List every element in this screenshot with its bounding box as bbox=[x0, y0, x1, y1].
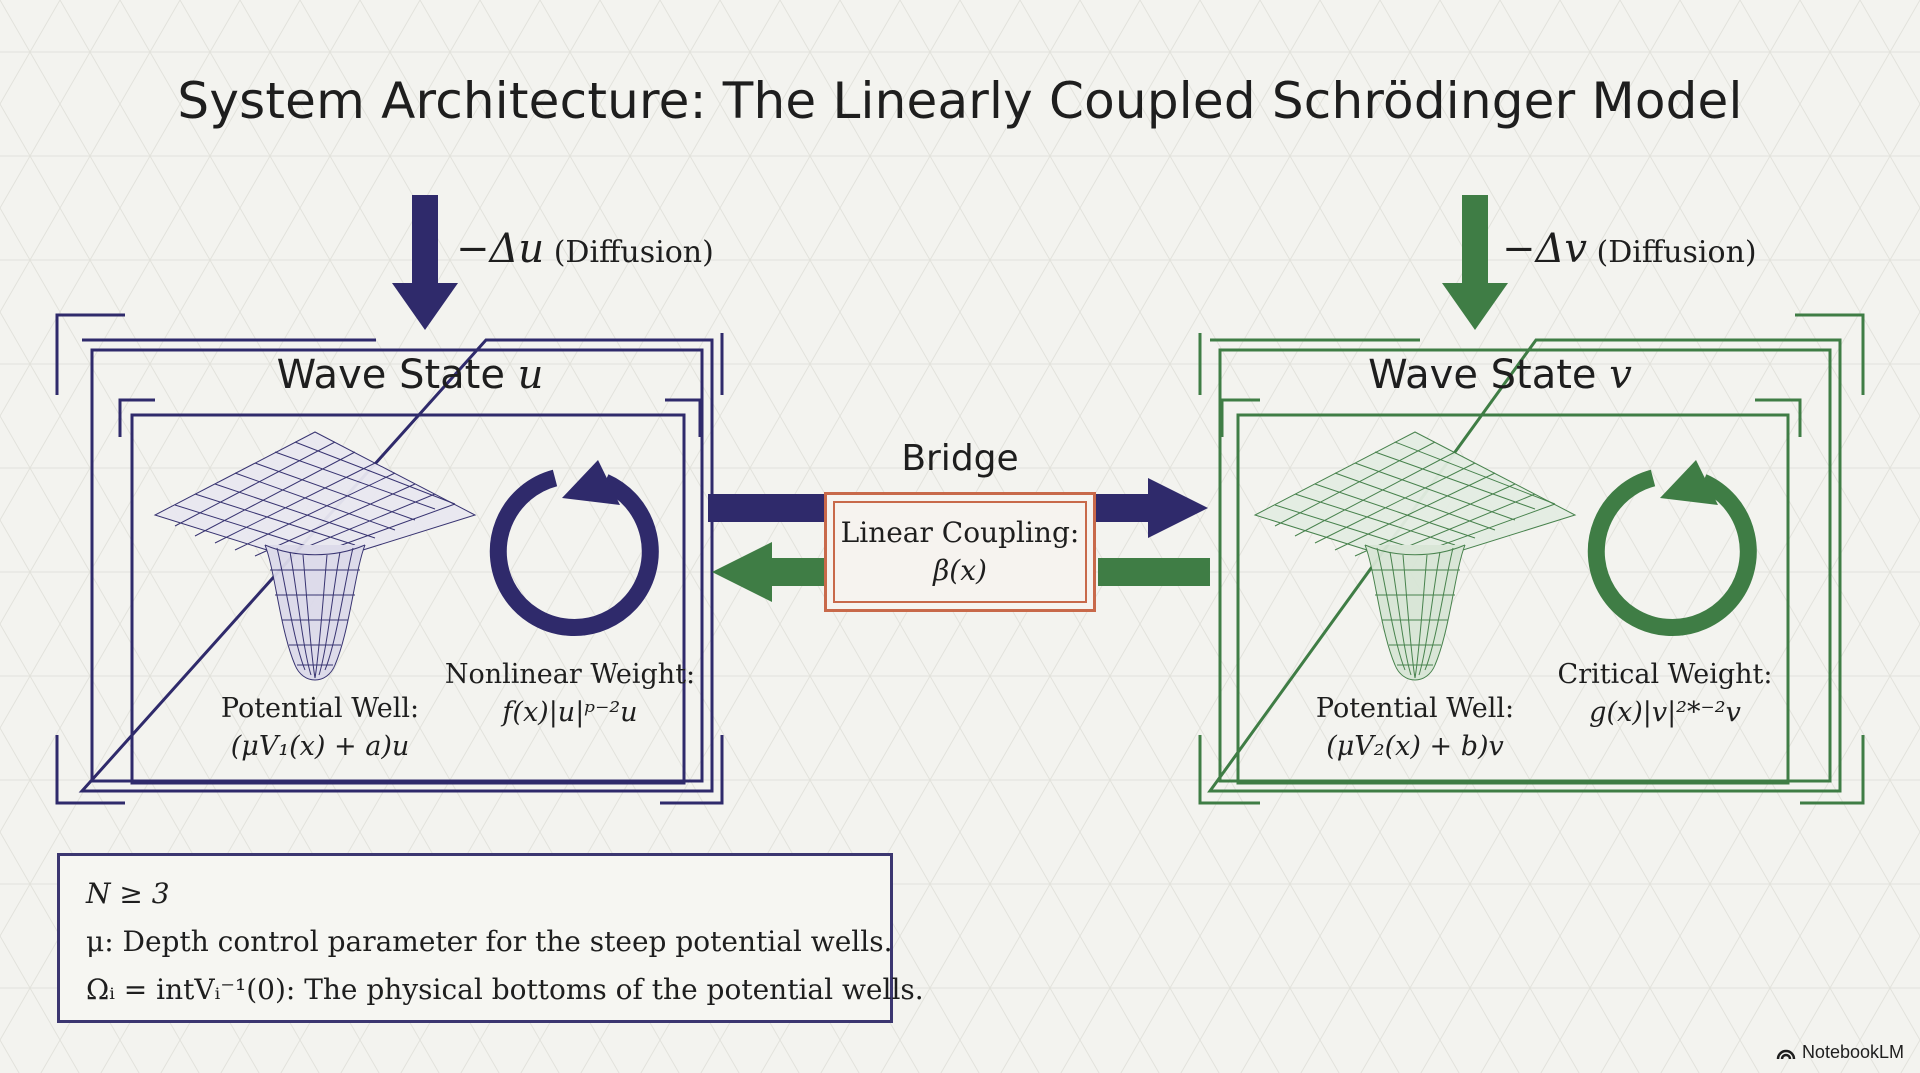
bridge-label: Bridge bbox=[901, 438, 1019, 479]
critical-weight-label: Critical Weight: g(x)|v|²*⁻²v bbox=[1530, 656, 1800, 732]
diffusion-arrow-v bbox=[1442, 195, 1508, 330]
diffusion-text-u: (Diffusion) bbox=[553, 235, 714, 270]
note-dimension: N ≥ 3 bbox=[86, 877, 170, 910]
note-omega: Ωᵢ = intVᵢ⁻¹(0): The physical bottoms of… bbox=[86, 973, 924, 1006]
circular-arrow-icon bbox=[489, 460, 659, 636]
linear-coupling-expr: β(x) bbox=[933, 554, 987, 587]
wave-state-u-title-text: Wave State bbox=[276, 352, 505, 398]
potential-well-mesh-icon bbox=[1253, 431, 1577, 681]
potential-well-v-expr: (μV₂(x) + b)v bbox=[1326, 731, 1504, 762]
circular-arrow-icon bbox=[1587, 460, 1757, 636]
wave-state-v-panel bbox=[1198, 313, 1865, 805]
diffusion-math-u: −Δu bbox=[456, 226, 545, 272]
diffusion-label-u: −Δu (Diffusion) bbox=[456, 226, 714, 272]
potential-well-u-expr: (μV₁(x) + a)u bbox=[230, 731, 410, 762]
potential-well-u-title: Potential Well: bbox=[220, 693, 420, 724]
potential-well-u-label: Potential Well: (μV₁(x) + a)u bbox=[170, 690, 470, 766]
wave-state-u-title: Wave State u bbox=[250, 352, 570, 398]
diffusion-text-v: (Diffusion) bbox=[1596, 235, 1757, 270]
note-mu: μ: Depth control parameter for the steep… bbox=[86, 925, 893, 958]
wave-state-v-var: v bbox=[1609, 352, 1632, 398]
notebooklm-icon bbox=[1776, 1049, 1796, 1059]
potential-well-v-label: Potential Well: (μV₂(x) + b)v bbox=[1265, 690, 1565, 766]
nonlinear-weight-title: Nonlinear Weight: bbox=[444, 659, 696, 690]
critical-weight-expr: g(x)|v|²*⁻²v bbox=[1589, 697, 1741, 728]
wave-state-v-title: Wave State v bbox=[1340, 352, 1660, 398]
wave-state-u-panel bbox=[55, 313, 724, 805]
bridge-arrows bbox=[708, 478, 1210, 602]
potential-well-mesh-icon bbox=[153, 431, 477, 681]
nonlinear-weight-label: Nonlinear Weight: f(x)|u|ᵖ⁻²u bbox=[430, 656, 710, 732]
potential-well-v-title: Potential Well: bbox=[1315, 693, 1515, 724]
brand-logo: NotebookLM bbox=[1776, 1042, 1904, 1063]
diffusion-label-v: −Δv (Diffusion) bbox=[1502, 226, 1757, 272]
linear-coupling-box: Linear Coupling: β(x) bbox=[824, 492, 1096, 612]
wave-state-u-var: u bbox=[517, 352, 544, 398]
diffusion-math-v: −Δv bbox=[1502, 226, 1587, 272]
linear-coupling-title: Linear Coupling: bbox=[840, 516, 1080, 549]
brand-text: NotebookLM bbox=[1801, 1042, 1904, 1062]
notes-box: N ≥ 3 μ: Depth control parameter for the… bbox=[57, 853, 924, 1023]
page-title: System Architecture: The Linearly Couple… bbox=[177, 72, 1743, 130]
wave-state-v-title-text: Wave State bbox=[1368, 352, 1597, 398]
critical-weight-title: Critical Weight: bbox=[1557, 659, 1773, 690]
diffusion-arrow-u bbox=[392, 195, 458, 330]
nonlinear-weight-expr: f(x)|u|ᵖ⁻²u bbox=[502, 697, 638, 728]
